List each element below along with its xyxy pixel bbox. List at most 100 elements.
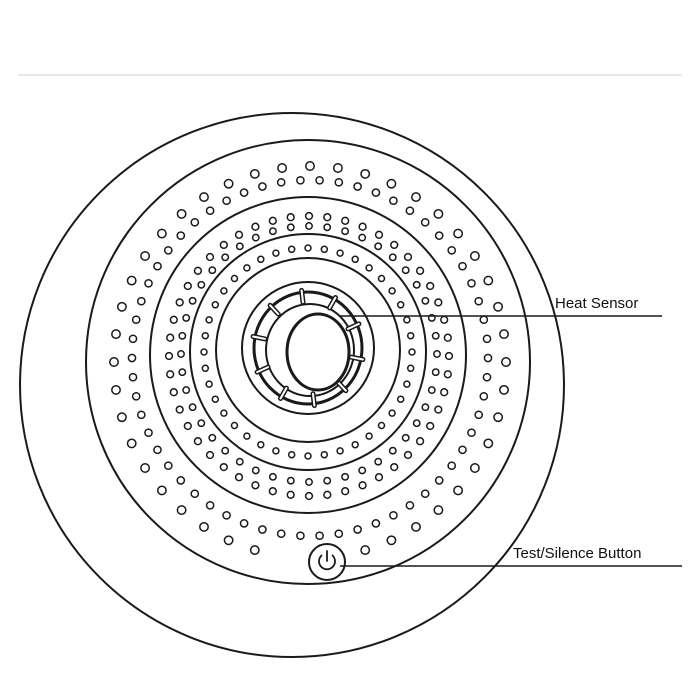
sensor-fin-highlight [252, 335, 266, 340]
vent-hole [190, 489, 200, 499]
vent-hole [341, 472, 350, 481]
vent-hole [199, 192, 209, 203]
vent-hole [201, 364, 210, 373]
vent-hole [374, 230, 384, 239]
heat-sensor-cage-inner [265, 303, 355, 397]
vent-hole [305, 478, 313, 486]
vent-hole [433, 208, 444, 219]
vent-hole [315, 531, 324, 541]
vent-hole [268, 216, 277, 225]
vent-hole [458, 261, 467, 271]
vent-hole [211, 395, 220, 403]
inner-ring-3 [215, 257, 401, 443]
sensor-fin-highlight [347, 322, 360, 330]
vent-hole [296, 175, 305, 185]
vent-hole [116, 412, 127, 423]
vent-hole [360, 545, 371, 556]
vent-hole [405, 500, 415, 510]
vent-hole [239, 519, 249, 528]
vent-hole [286, 490, 295, 499]
vent-hole [131, 315, 141, 325]
vent-hole [403, 252, 413, 262]
vent-hole [169, 388, 178, 397]
vent-hole [276, 529, 286, 539]
vent-hole [169, 315, 178, 324]
vent-hole [221, 253, 230, 262]
vent-hole [334, 177, 344, 187]
vent-hole [258, 525, 267, 534]
vent-hole [249, 168, 260, 179]
sensor-fin-highlight [336, 380, 347, 392]
vent-hole [320, 450, 329, 459]
vent-hole [131, 391, 141, 401]
vent-hole [388, 446, 397, 455]
vent-hole [305, 222, 313, 230]
vent-hole [406, 331, 415, 340]
vent-hole [351, 255, 359, 264]
vent-hole [243, 432, 251, 440]
test-silence-button-body[interactable] [308, 543, 346, 581]
vent-hole [390, 240, 399, 250]
vent-hole [501, 357, 511, 367]
vent-hole [201, 331, 210, 340]
vent-hole [371, 188, 381, 197]
vent-hole [434, 405, 443, 414]
sensor-fin-highlight [350, 356, 364, 361]
sensor-fin-highlight [312, 392, 316, 407]
vent-hole [377, 421, 386, 430]
vent-hole [235, 457, 244, 466]
vent-hole [287, 450, 296, 459]
test-silence-button[interactable] [308, 543, 346, 581]
vent-hole [493, 412, 504, 423]
vent-hole [323, 476, 332, 485]
vent-hole [420, 217, 430, 227]
vent-hole [166, 333, 175, 342]
vent-hole [222, 510, 231, 520]
vent-hole [200, 348, 208, 356]
vent-hole [469, 463, 480, 473]
vent-hole [467, 278, 476, 288]
vent-hole [219, 462, 228, 472]
vent-hole [305, 161, 315, 171]
vent-hole [351, 440, 359, 449]
vent-hole [412, 280, 421, 289]
vent-hole [286, 476, 295, 485]
vent-hole [365, 432, 373, 440]
vent-hole [197, 419, 206, 428]
vent-hole [286, 213, 295, 222]
vent-hole [230, 421, 239, 430]
vent-hole [177, 350, 185, 358]
heat-sensor-core [285, 312, 351, 392]
vent-hole [193, 266, 203, 275]
vent-hole [287, 245, 296, 254]
vent-hole [268, 227, 277, 236]
vent-hole [156, 485, 167, 496]
vent-hole [453, 485, 464, 496]
vent-hole [421, 403, 430, 412]
vent-hole [153, 261, 162, 271]
vent-hole [296, 531, 305, 541]
vent-hole [411, 521, 421, 532]
vent-hole [205, 206, 215, 216]
vent-hole [205, 316, 213, 324]
vent-hole [365, 264, 373, 272]
vent-hole [140, 251, 151, 261]
vent-hole [164, 351, 174, 361]
vent-hole [401, 433, 410, 442]
vent-hole [230, 274, 239, 283]
vent-hole [479, 315, 489, 325]
vent-hole [272, 447, 280, 455]
vent-hole [251, 233, 260, 242]
vent-hole [277, 163, 288, 173]
vent-hole [493, 301, 504, 312]
vent-hole [111, 384, 121, 395]
vent-hole [499, 329, 509, 340]
vent-hole [377, 274, 386, 283]
vent-hole [315, 175, 324, 185]
vent-hole [371, 519, 381, 528]
vent-hole [257, 440, 265, 449]
vent-hole [251, 466, 260, 475]
vent-hole [268, 487, 277, 496]
vent-hole [128, 334, 138, 344]
